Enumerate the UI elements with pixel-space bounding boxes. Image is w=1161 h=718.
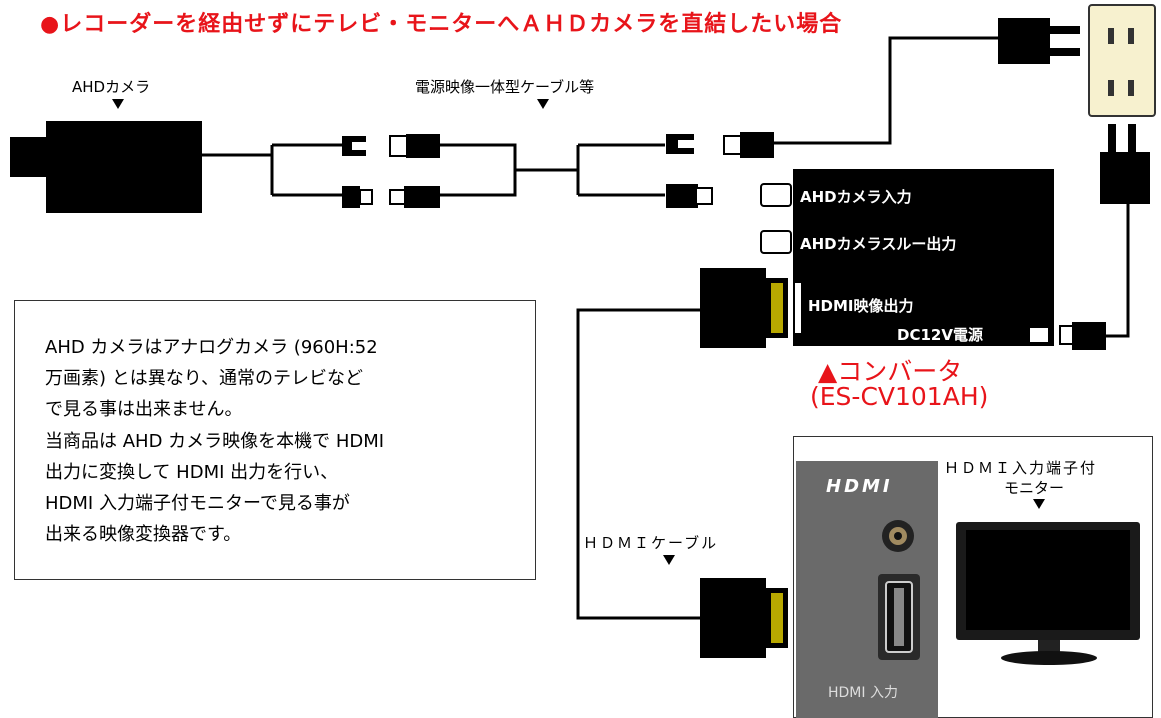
wire-power-top bbox=[770, 36, 1000, 145]
wire-split-right bbox=[576, 143, 665, 197]
ahd-camera-lens bbox=[46, 121, 202, 213]
hdmi-plug-bottom bbox=[700, 578, 766, 658]
ahd-through-label: AHDカメラスルー出力 bbox=[800, 235, 957, 253]
note-line: HDMI 入力端子付モニターで見る事が bbox=[45, 493, 350, 514]
ac-adapter-icon bbox=[1100, 124, 1150, 204]
dc-plug-icon bbox=[389, 135, 409, 157]
bnc-female-icon bbox=[389, 189, 407, 205]
cable-arrow bbox=[537, 99, 549, 109]
dc-jack-icon-2 bbox=[666, 134, 694, 154]
power-outlet bbox=[1088, 4, 1156, 117]
hdmi-port-icon bbox=[878, 574, 920, 660]
audio-jack-icon bbox=[882, 520, 914, 552]
wall-plug-icon bbox=[998, 18, 1080, 64]
bnc-male-icon-2 bbox=[666, 184, 698, 208]
monitor-arrow bbox=[1033, 499, 1045, 509]
hdmi-input-label: HDMI 入力 bbox=[828, 685, 898, 701]
monitor-label-line1: ＨＤＭＩ入力端子付 bbox=[944, 459, 1098, 477]
converter-model: (ES-CV101AH) bbox=[810, 382, 989, 411]
ahd-input-port bbox=[760, 183, 792, 207]
right-connectors bbox=[666, 132, 774, 208]
note-line: 当商品は AHD カメラ映像を本機で HDMI bbox=[45, 431, 385, 452]
cable-label: 電源映像一体型ケーブル等 bbox=[415, 78, 595, 96]
hdmi-cable-label: ＨＤＭＩケーブル bbox=[583, 534, 719, 552]
converter-box bbox=[793, 169, 1054, 346]
dc-power-port bbox=[1030, 328, 1048, 342]
dc-jack-icon bbox=[342, 136, 366, 156]
wire-split-left bbox=[270, 143, 342, 197]
dc-power-label: DC12V電源 bbox=[897, 326, 983, 344]
power-plug-icon bbox=[723, 135, 743, 155]
page-title: ●レコーダーを経由せずにテレビ・モニターへＡＨＤカメラを直結したい場合 bbox=[40, 12, 843, 37]
wire-dc bbox=[1105, 200, 1130, 338]
description-box: AHD カメラはアナログカメラ (960H:52 万画素) とは異なり、通常のテ… bbox=[14, 300, 536, 580]
note-line: で見る事は出来ません。 bbox=[45, 399, 243, 420]
ahd-camera-label: AHDカメラ bbox=[72, 78, 151, 96]
hdmi-out-port bbox=[795, 283, 801, 333]
hdmi-plug-gold-bottom bbox=[771, 593, 783, 643]
ahd-camera-arrow bbox=[112, 99, 124, 109]
hdmi-cable-arrow bbox=[663, 555, 675, 565]
note-line: 万画素) とは異なり、通常のテレビなど bbox=[45, 368, 364, 389]
left-connectors bbox=[342, 134, 440, 208]
monitor-label-line2: モニター bbox=[1004, 479, 1065, 497]
wire-middle bbox=[440, 143, 578, 197]
note-line: AHD カメラはアナログカメラ (960H:52 bbox=[45, 337, 378, 358]
ahd-camera-body bbox=[10, 137, 48, 177]
bnc-male-icon bbox=[342, 186, 360, 208]
ahd-input-label: AHDカメラ入力 bbox=[800, 188, 912, 206]
hdmi-plug-top bbox=[700, 268, 766, 348]
hdmi-logo: HDMI bbox=[826, 476, 893, 497]
converter-name: ▲コンバータ bbox=[818, 357, 963, 386]
monitor-icon bbox=[956, 522, 1140, 665]
dc-adapter-plug bbox=[1059, 322, 1106, 350]
ahd-through-port bbox=[760, 230, 792, 254]
note-line: 出力に変換して HDMI 出力を行い、 bbox=[45, 462, 339, 483]
hdmi-out-label: HDMI映像出力 bbox=[808, 297, 914, 315]
hdmi-plug-gold-top bbox=[771, 283, 783, 333]
note-line: 出来る映像変換器です。 bbox=[45, 524, 242, 545]
wire-hdmi bbox=[576, 308, 700, 620]
